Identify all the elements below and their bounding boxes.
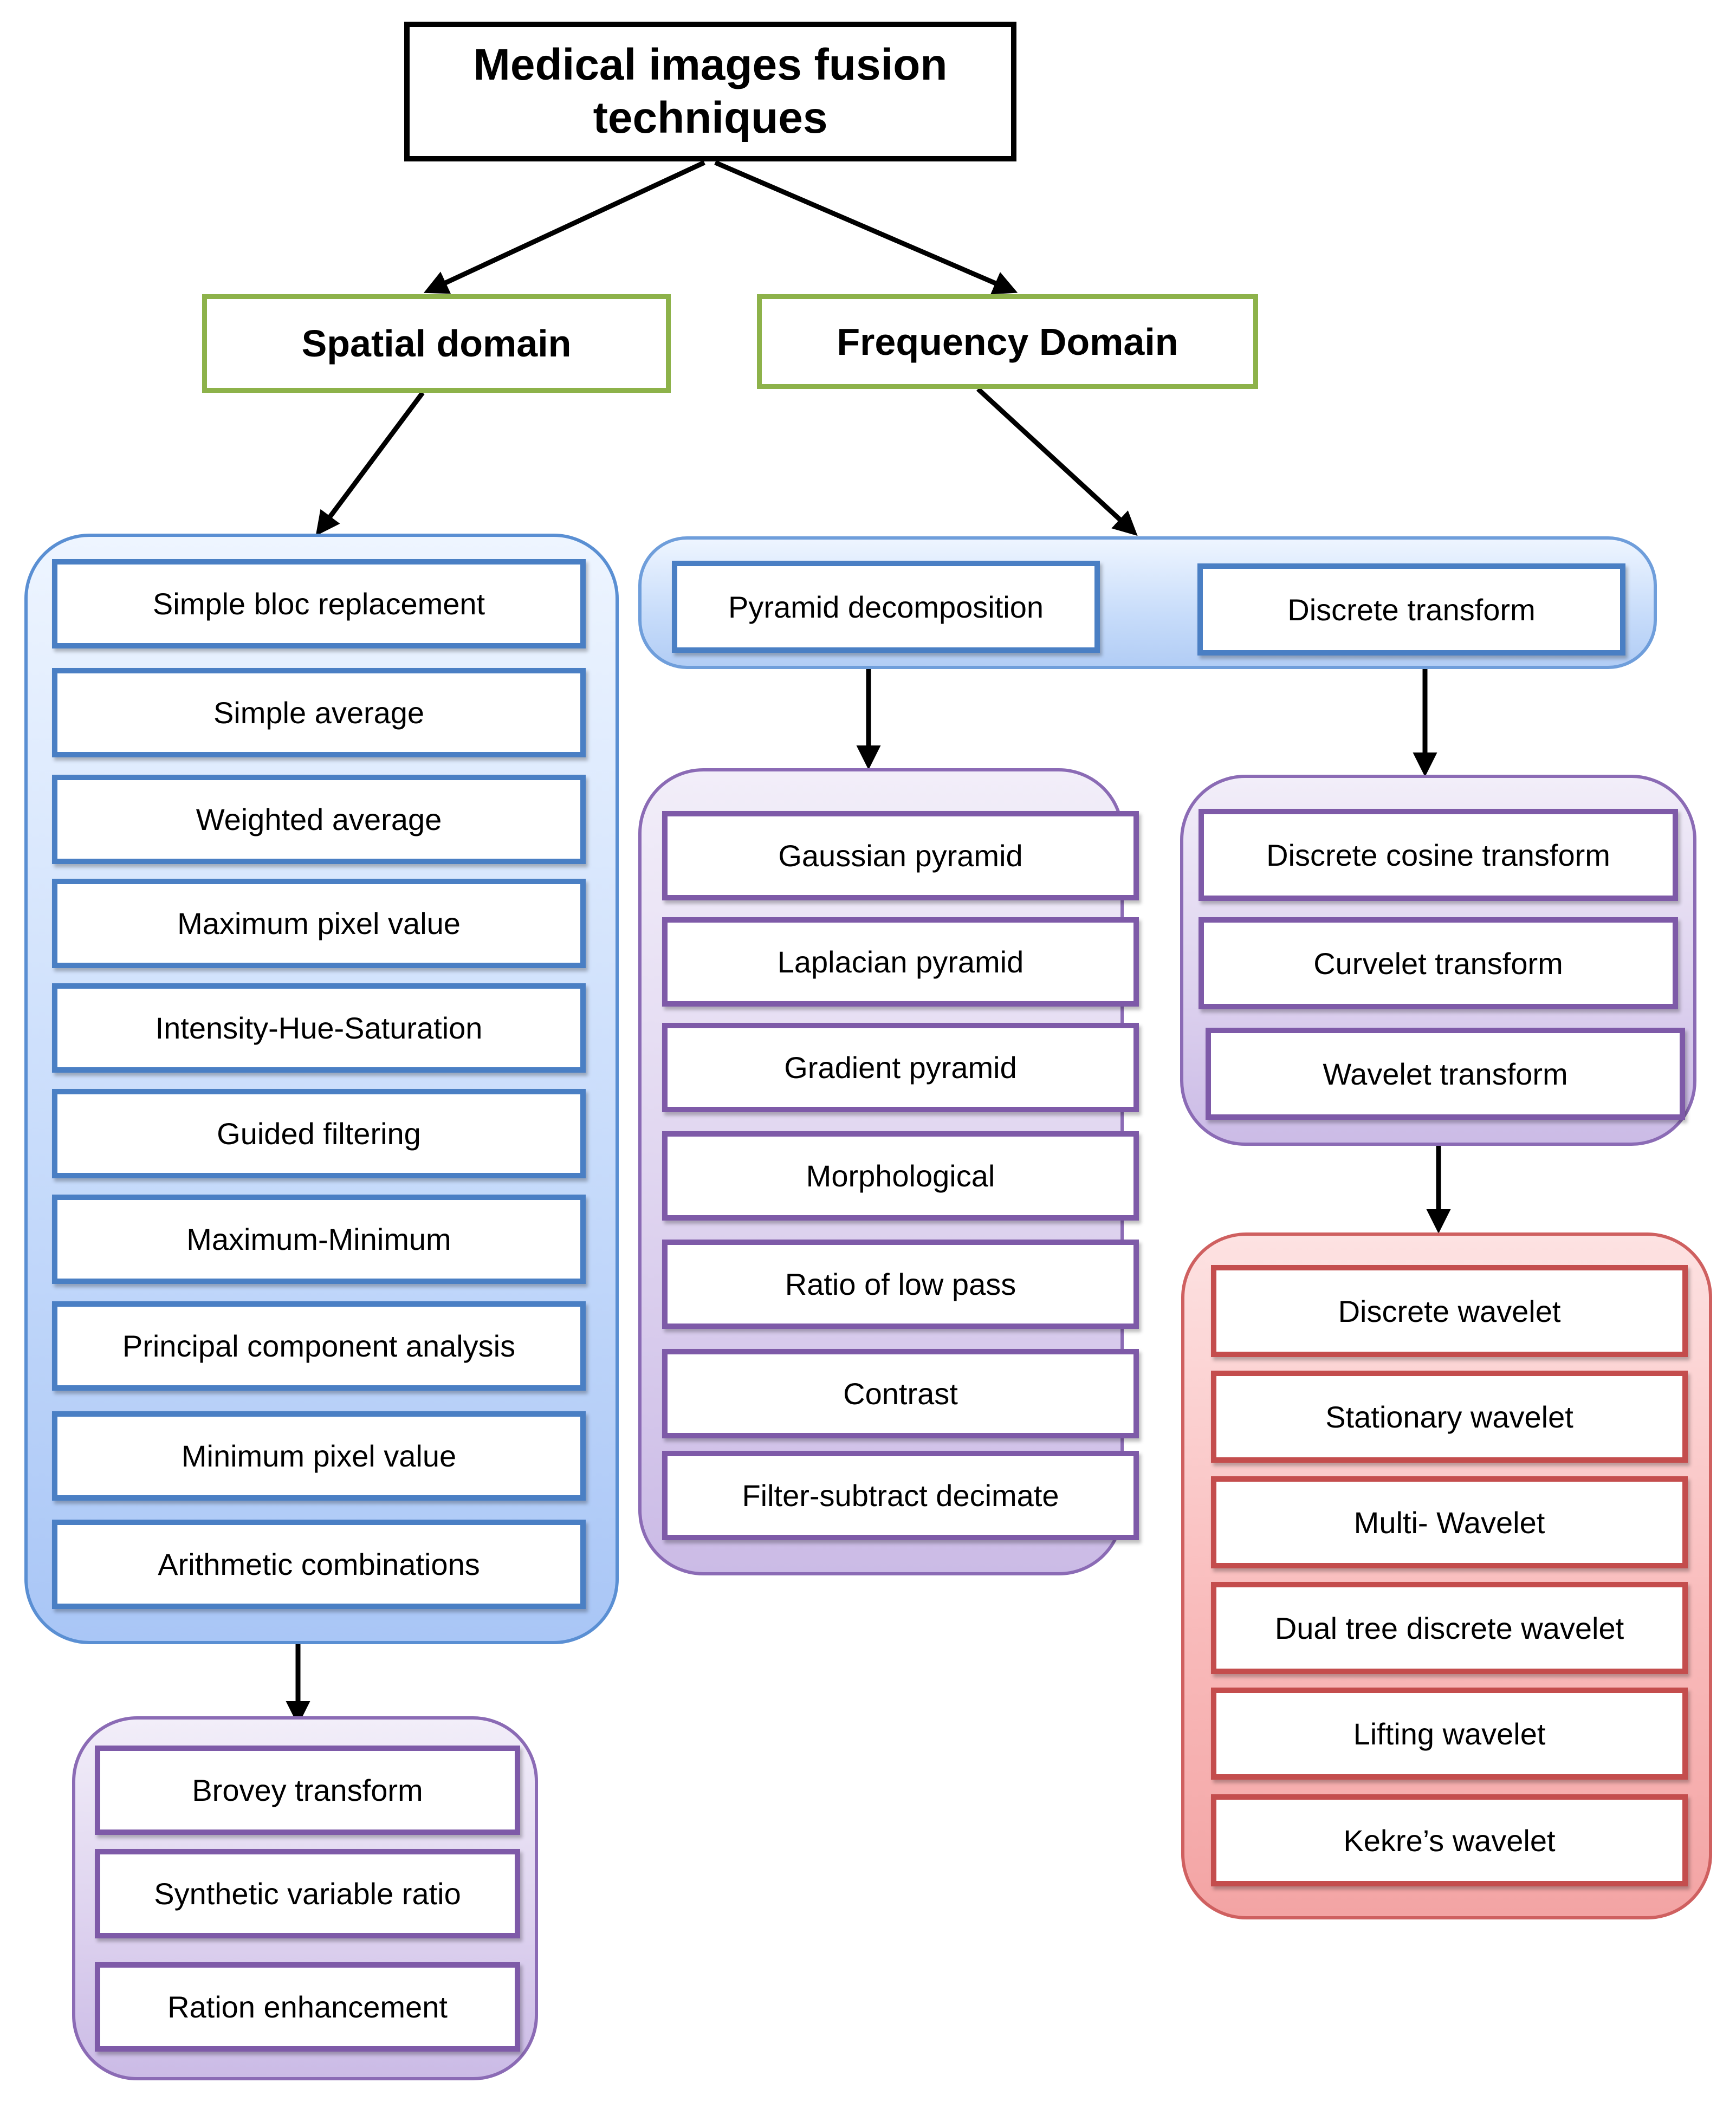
root-title: Medical images fusion techniques	[473, 40, 948, 142]
arrow-frequency-to-categories	[976, 387, 1138, 536]
wavelet-method-item: Stationary wavelet	[1211, 1371, 1688, 1463]
pyramid-method-item: Contrast	[662, 1349, 1139, 1438]
pyramid-method-label: Gradient pyramid	[784, 1050, 1017, 1085]
spatial-method-item: Minimum pixel value	[52, 1411, 586, 1501]
spatial-method-item: Maximum pixel value	[52, 879, 586, 968]
wavelet-method-item: Lifting wavelet	[1211, 1688, 1688, 1780]
pyramid-method-label: Morphological	[806, 1159, 995, 1193]
spatial-method-item: Simple average	[52, 668, 586, 757]
arithmetic-method-label: Ration enhancement	[167, 1990, 448, 2024]
spatial-method-label: Simple average	[213, 696, 425, 730]
wavelet-method-label: Discrete wavelet	[1338, 1294, 1561, 1328]
frequency-domain-box: Frequency Domain	[757, 294, 1258, 389]
arithmetic-method-label: Brovey transform	[192, 1773, 423, 1807]
spatial-method-label: Arithmetic combinations	[158, 1547, 480, 1581]
arithmetic-method-item: Ration enhancement	[95, 1962, 520, 2052]
wavelet-method-label: Multi- Wavelet	[1353, 1505, 1545, 1540]
root-title-box: Medical images fusion techniques	[404, 22, 1016, 161]
pyramid-method-label: Gaussian pyramid	[778, 839, 1023, 873]
spatial-method-label: Principal component analysis	[122, 1329, 516, 1363]
arithmetic-method-item: Synthetic variable ratio	[95, 1849, 520, 1938]
wavelet-transform-box: Wavelet transform	[1206, 1028, 1685, 1120]
spatial-method-label: Weighted average	[196, 802, 442, 836]
spatial-method-item: Arithmetic combinations	[52, 1520, 586, 1609]
spatial-method-label: Guided filtering	[217, 1117, 421, 1151]
arithmetic-method-item: Brovey transform	[95, 1746, 520, 1835]
pyramid-method-label: Laplacian pyramid	[777, 945, 1024, 979]
wavelet-method-item: Kekre’s wavelet	[1211, 1794, 1688, 1886]
spatial-method-item: Simple bloc replacement	[52, 559, 586, 648]
pyramid-method-item: Ratio of low pass	[662, 1240, 1139, 1329]
discrete-method-label: Curvelet transform	[1313, 946, 1563, 981]
wavelet-method-item: Multi- Wavelet	[1211, 1476, 1688, 1568]
pyramid-method-label: Filter-subtract decimate	[742, 1478, 1059, 1513]
frequency-domain-label: Frequency Domain	[837, 320, 1178, 363]
pyramid-decomposition-box: Pyramid decomposition	[672, 561, 1100, 653]
arithmetic-method-label: Synthetic variable ratio	[154, 1877, 461, 1911]
wavelet-method-label: Lifting wavelet	[1353, 1716, 1546, 1751]
pyramid-method-item: Filter-subtract decimate	[662, 1451, 1139, 1540]
discrete-transform-box: Discrete transform	[1197, 563, 1625, 656]
arrow-spatial-to-methods	[315, 391, 425, 536]
spatial-method-label: Maximum pixel value	[177, 906, 461, 940]
pyramid-method-label: Contrast	[843, 1377, 958, 1411]
wavelet-method-label: Stationary wavelet	[1325, 1399, 1573, 1434]
discrete-method-item: Discrete cosine transform	[1199, 809, 1678, 901]
pyramid-decomposition-label: Pyramid decomposition	[728, 589, 1044, 624]
pyramid-method-label: Ratio of low pass	[785, 1267, 1016, 1301]
pyramid-method-item: Morphological	[662, 1131, 1139, 1221]
spatial-domain-label: Spatial domain	[301, 322, 572, 365]
pyramid-method-item: Gradient pyramid	[662, 1023, 1139, 1112]
spatial-method-item: Principal component analysis	[52, 1301, 586, 1391]
wavelet-method-item: Discrete wavelet	[1211, 1265, 1688, 1357]
spatial-method-label: Intensity-Hue-Saturation	[155, 1011, 483, 1045]
discrete-method-label: Discrete cosine transform	[1266, 838, 1610, 872]
discrete-method-label: Wavelet transform	[1323, 1056, 1568, 1091]
wavelet-method-item: Dual tree discrete wavelet	[1211, 1582, 1688, 1674]
spatial-method-item: Maximum-Minimum	[52, 1195, 586, 1284]
wavelet-method-label: Kekre’s wavelet	[1343, 1823, 1556, 1858]
spatial-method-item: Intensity-Hue-Saturation	[52, 983, 586, 1073]
discrete-method-item: Curvelet transform	[1199, 917, 1678, 1009]
spatial-method-label: Simple bloc replacement	[152, 587, 485, 621]
spatial-method-label: Maximum-Minimum	[186, 1222, 451, 1256]
pyramid-method-item: Laplacian pyramid	[662, 917, 1139, 1007]
arrow-root-to-spatial	[423, 160, 705, 294]
pyramid-method-item: Gaussian pyramid	[662, 811, 1139, 900]
spatial-domain-box: Spatial domain	[202, 294, 671, 393]
arrow-root-to-frequency	[714, 160, 1018, 295]
spatial-method-item: Guided filtering	[52, 1089, 586, 1178]
spatial-method-label: Minimum pixel value	[181, 1439, 457, 1473]
discrete-transform-label: Discrete transform	[1287, 592, 1536, 627]
wavelet-method-label: Dual tree discrete wavelet	[1274, 1611, 1624, 1645]
spatial-method-item: Weighted average	[52, 775, 586, 864]
